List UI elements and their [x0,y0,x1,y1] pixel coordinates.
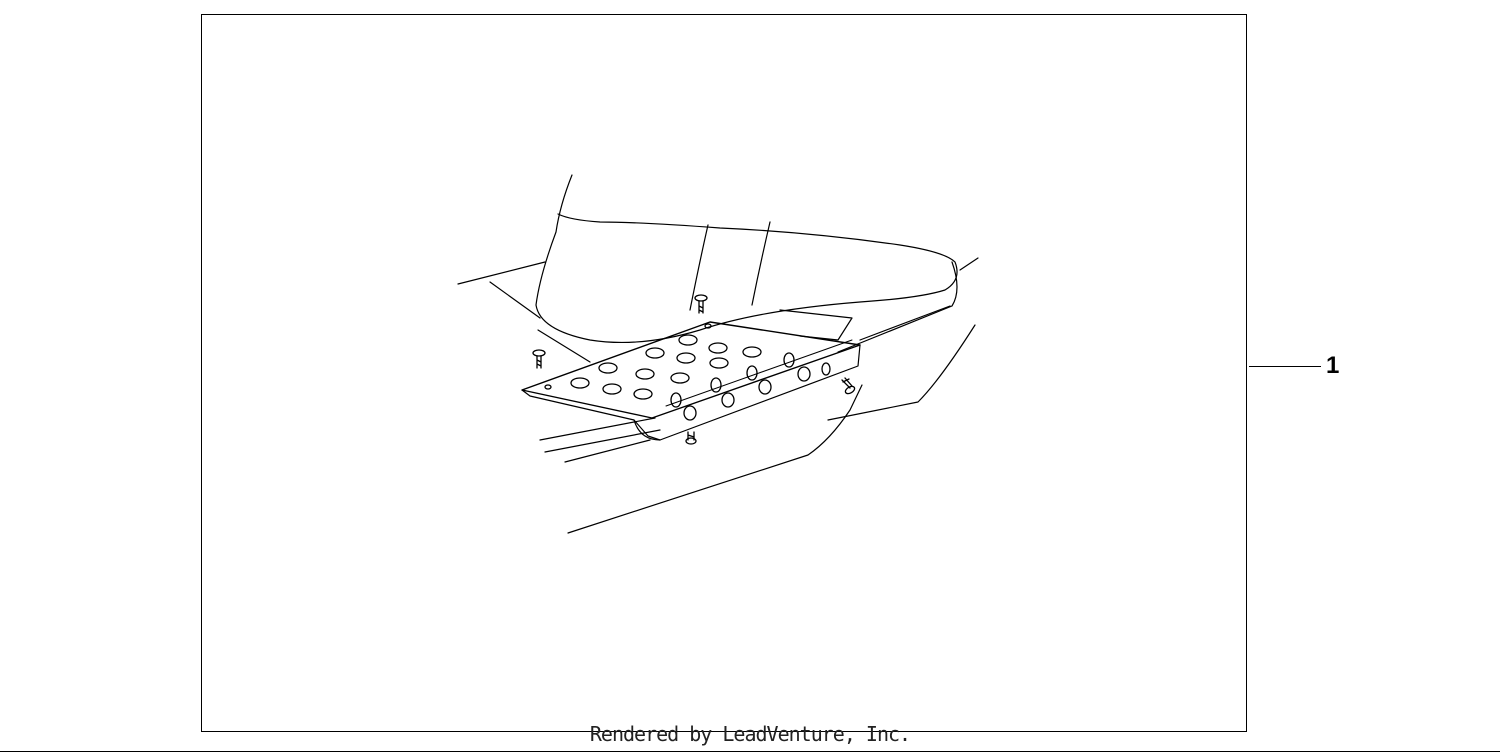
render-credit: Rendered by LeadVenture, Inc. [589,722,911,746]
mounting-screws [532,294,856,445]
plate-holes [544,323,831,421]
screw-top [694,294,708,314]
callout-leader-line [1249,366,1321,367]
shoe-outline [535,174,958,344]
screw-left [532,349,546,369]
callout-number: 1 [1326,352,1340,379]
bottom-rule [0,751,1500,752]
screw-bottom [685,431,697,445]
diagram-frame [201,14,1247,732]
screw-right [841,377,856,395]
footrest-plate [521,321,861,441]
